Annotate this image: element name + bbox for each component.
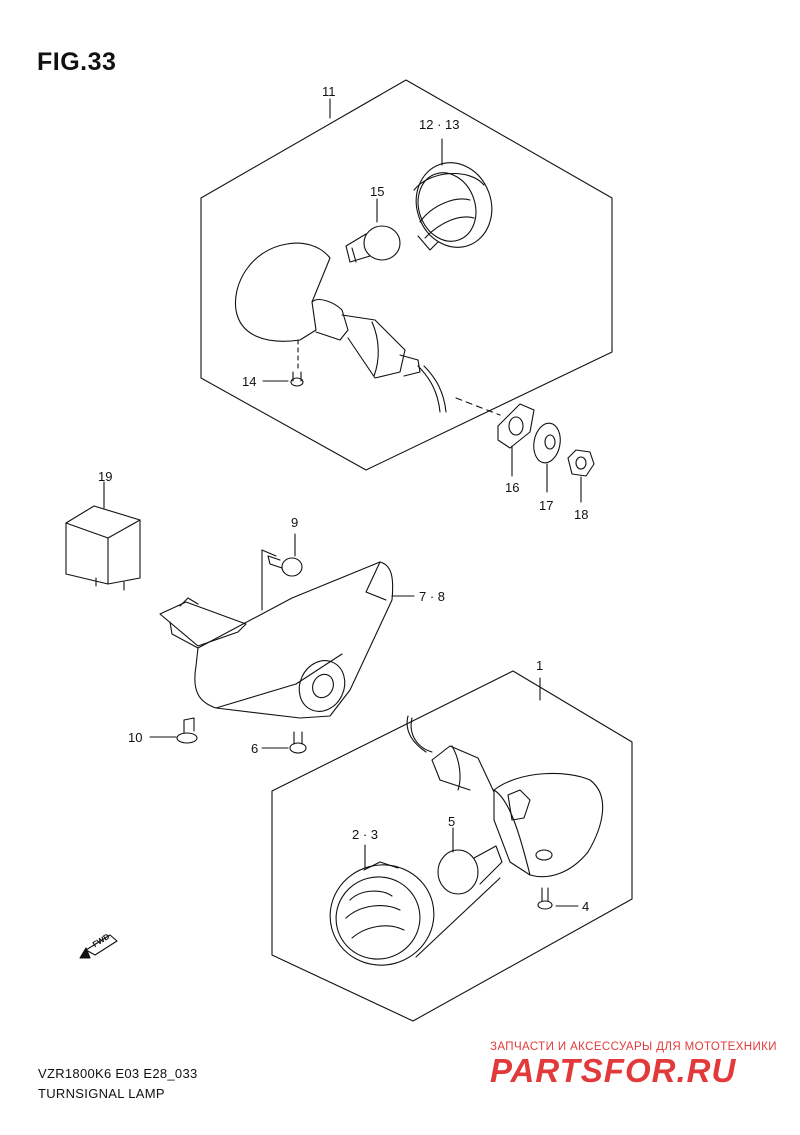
upper-lens-part: [405, 139, 504, 258]
callout-12-13: 12 · 13: [419, 117, 460, 132]
figure-name: TURNSIGNAL LAMP: [38, 1086, 165, 1101]
callout-19: 19: [98, 469, 113, 484]
screw-9: [268, 534, 302, 576]
callout-11: 11: [322, 84, 336, 99]
screw-6: [262, 732, 306, 753]
nut-16: [498, 404, 534, 476]
upper-housing-part: [235, 243, 446, 412]
lower-assembly-frame: [272, 671, 632, 1021]
bracket-7-8: [160, 550, 414, 719]
callout-7-8: 7 · 8: [419, 589, 446, 604]
callout-15: 15: [370, 184, 385, 199]
callout-2-3: 2 · 3: [352, 827, 379, 842]
lower-lens-part: [319, 845, 445, 977]
callout-14: 14: [242, 374, 257, 389]
lower-bulb-part: [438, 828, 502, 894]
callout-5: 5: [448, 814, 456, 829]
bolt-10: [150, 718, 197, 743]
callout-10: 10: [128, 730, 143, 745]
callout-17: 17: [539, 498, 554, 513]
upper-assembly-frame: [201, 80, 612, 470]
callout-4: 4: [582, 899, 590, 914]
callout-16: 16: [505, 480, 520, 495]
washer-17: [531, 421, 564, 492]
upper-bulb-part: [346, 199, 400, 262]
figure-title: FIG.33: [37, 48, 117, 76]
callout-6: 6: [251, 741, 259, 756]
watermark-tagline: ЗАПЧАСТИ И АКСЕССУАРЫ ДЛЯ МОТОТЕХНИКИ: [490, 1041, 777, 1053]
screw-14: [263, 372, 303, 386]
screw-4: [538, 888, 578, 909]
lower-housing-part: [407, 716, 603, 957]
relay-19: [66, 482, 140, 590]
watermark-logo: PARTSFOR.RU: [490, 1052, 737, 1089]
model-code: VZR1800K6 E03 E28_033: [38, 1066, 198, 1081]
fwd-arrow-icon: [80, 935, 117, 958]
callout-1: 1: [536, 658, 544, 673]
callout-9: 9: [291, 515, 299, 530]
callout-18: 18: [574, 507, 589, 522]
nut-18: [568, 450, 594, 502]
